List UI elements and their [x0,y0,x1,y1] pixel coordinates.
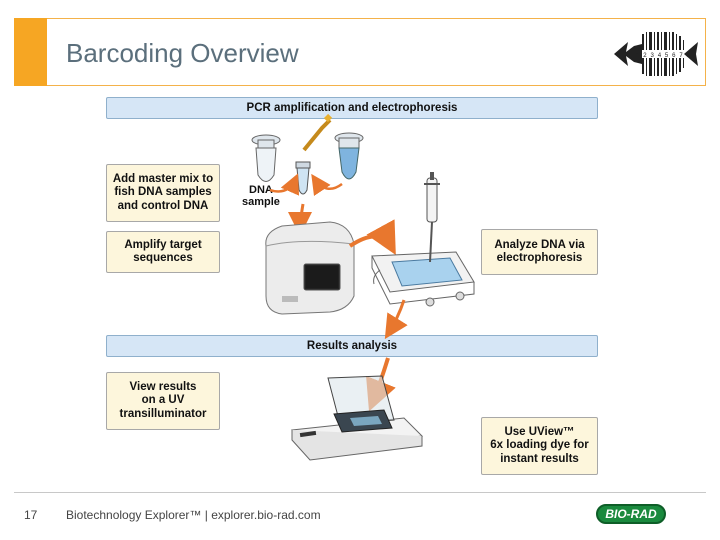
thermal-cycler-icon [265,221,355,315]
results-section-bar: Results analysis [106,335,598,357]
header-frame [14,18,706,86]
transfer-arrow-right [311,173,343,197]
step-uview-dye: Use UView™ 6x loading dye for instant re… [481,417,598,475]
master-mix-tube-icon [251,134,281,182]
results-section-label: Results analysis [306,340,398,352]
step-view-results-label: View results on a UV transilluminator [119,380,207,420]
pipette-tip-icon [302,113,333,152]
step-add-master-mix: Add master mix to fish DNA samples and c… [106,164,220,222]
micropipette-icon [424,172,440,263]
step-uview-label: Use UView™ 6x loading dye for instant re… [490,425,589,465]
reagent-tube-icon [334,132,364,180]
pcr-section-bar: PCR amplification and electrophoresis [106,97,598,119]
transfer-arrow-left [269,173,300,196]
bio-rad-logo-text: BIO-RAD [605,507,657,521]
logo-barcode-digits: 1 2 3 4 5 6 7 8 [636,52,690,59]
page-number: 17 [24,508,38,522]
step-amplify-label: Amplify target sequences [124,238,202,265]
pcr-section-label: PCR amplification and electrophoresis [246,102,458,114]
step-view-results: View results on a UV transilluminator [106,372,220,430]
step-amplify: Amplify target sequences [106,231,220,273]
gel-to-results-arrow [384,299,408,340]
page-title: Barcoding Overview [66,38,299,68]
step-add-master-mix-label: Add master mix to fish DNA samples and c… [112,172,214,212]
footer-divider [14,492,706,493]
cycler-to-gel-arrow [348,219,396,256]
header-accent-bar [14,18,47,86]
dna-sample-label: DNA sample [242,184,280,208]
bio-rad-logo: BIO-RAD [596,504,666,524]
fish-barcode-logo: 1 2 3 4 5 6 7 8 [614,32,698,76]
uv-transilluminator-icon [290,375,424,461]
electrophoresis-chamber-icon [371,251,475,307]
step-analyze-dna: Analyze DNA via electrophoresis [481,229,598,275]
dna-sample-tube-icon [295,161,311,195]
step-analyze-label: Analyze DNA via electrophoresis [494,238,585,265]
footer-text: Biotechnology Explorer™ | explorer.bio-r… [66,508,321,522]
